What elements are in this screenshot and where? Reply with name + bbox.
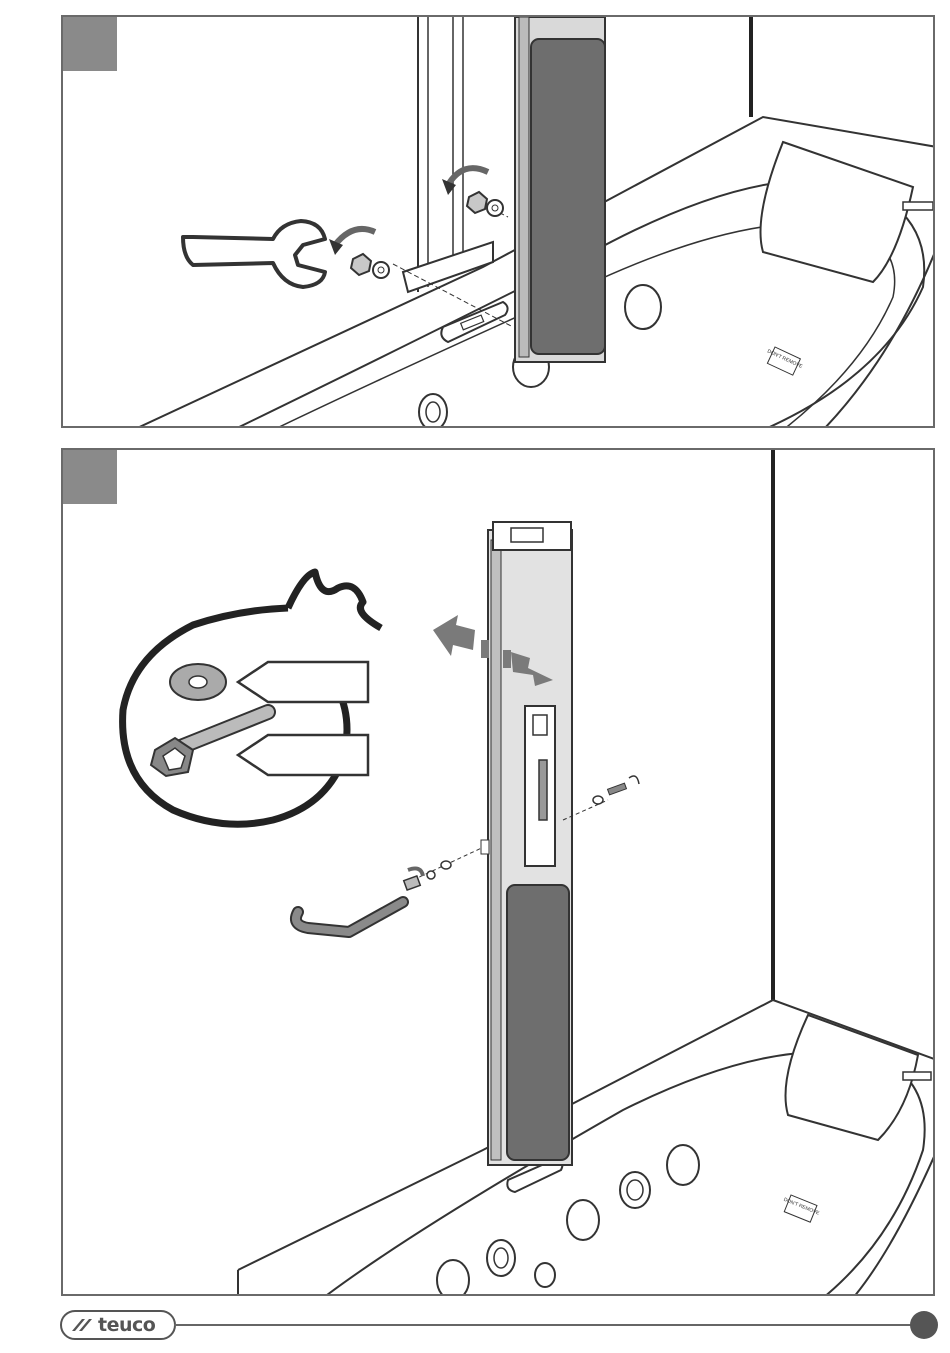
step-2-drawing: DON'T REMOVE — [63, 450, 935, 1296]
brand-name: teuco — [98, 1314, 155, 1336]
brand-mark-icon — [70, 1315, 96, 1335]
page-footer: teuco — [60, 1308, 940, 1344]
allen-key-icon — [296, 902, 403, 932]
detail-callout — [123, 572, 381, 824]
illustration-panel-step-2: DON'T REMOVE — [61, 448, 935, 1296]
footer-rule — [174, 1324, 914, 1326]
step-1-drawing: DON'T REMOVE — [63, 17, 935, 428]
wrench-icon — [183, 221, 325, 287]
illustration-panel-step-1: DON'T REMOVE — [61, 15, 935, 428]
brand-logo: teuco — [60, 1310, 176, 1340]
page-marker-dot — [910, 1311, 938, 1339]
